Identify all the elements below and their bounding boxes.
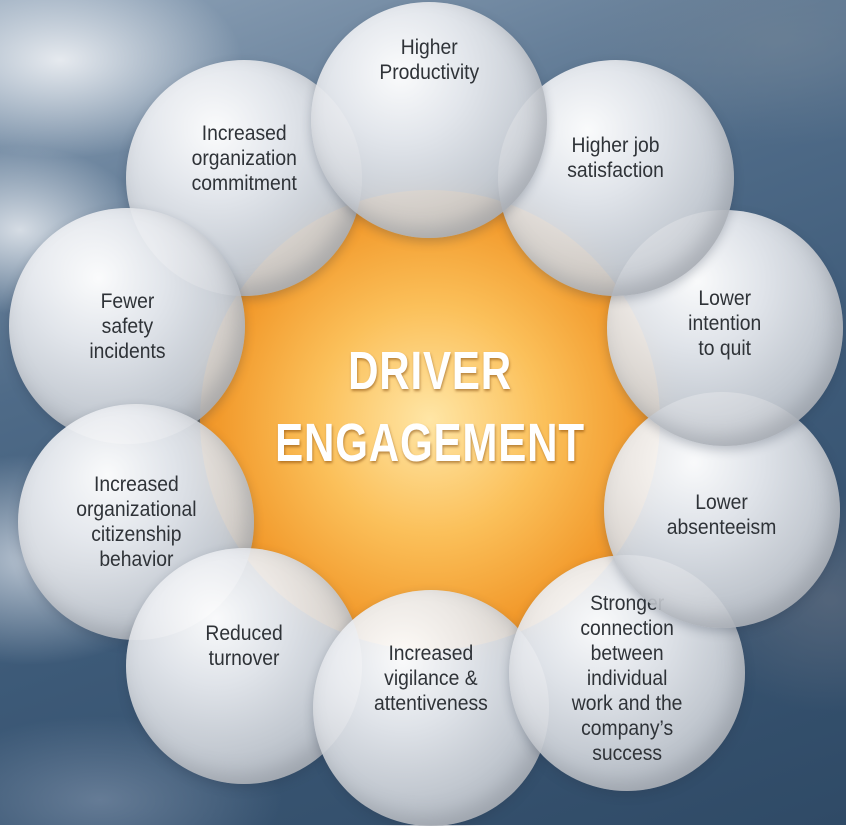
bubble-label: Fewer safety incidents [88, 289, 166, 363]
center-title: DRIVER ENGAGEMENT [274, 335, 586, 479]
bubble-label: Lower absenteeism [667, 491, 777, 539]
bubble-higher-productivity: Higher Productivity [311, 2, 547, 238]
bubble-organization-commitment: Increased organization commitment [126, 60, 362, 296]
center-title-line-1: DRIVER [348, 341, 512, 401]
bubble-label: Stronger connection between individual w… [571, 591, 683, 765]
bubble-label: Higher job satisfaction [567, 134, 665, 182]
bubble-label: Increased organization commitment [191, 121, 297, 195]
bubble-label: Increased organizational citizenship beh… [75, 473, 197, 571]
center-title-line-2: ENGAGEMENT [275, 413, 585, 473]
bubble-vigilance: Increased vigilance & attentiveness [313, 590, 549, 826]
bubble-label: Increased vigilance & attentiveness [374, 641, 488, 715]
bubble-label: Higher Productivity [379, 36, 479, 84]
bubble-label: Reduced turnover [205, 622, 283, 670]
bubble-label: Lower intention to quit [688, 286, 762, 360]
